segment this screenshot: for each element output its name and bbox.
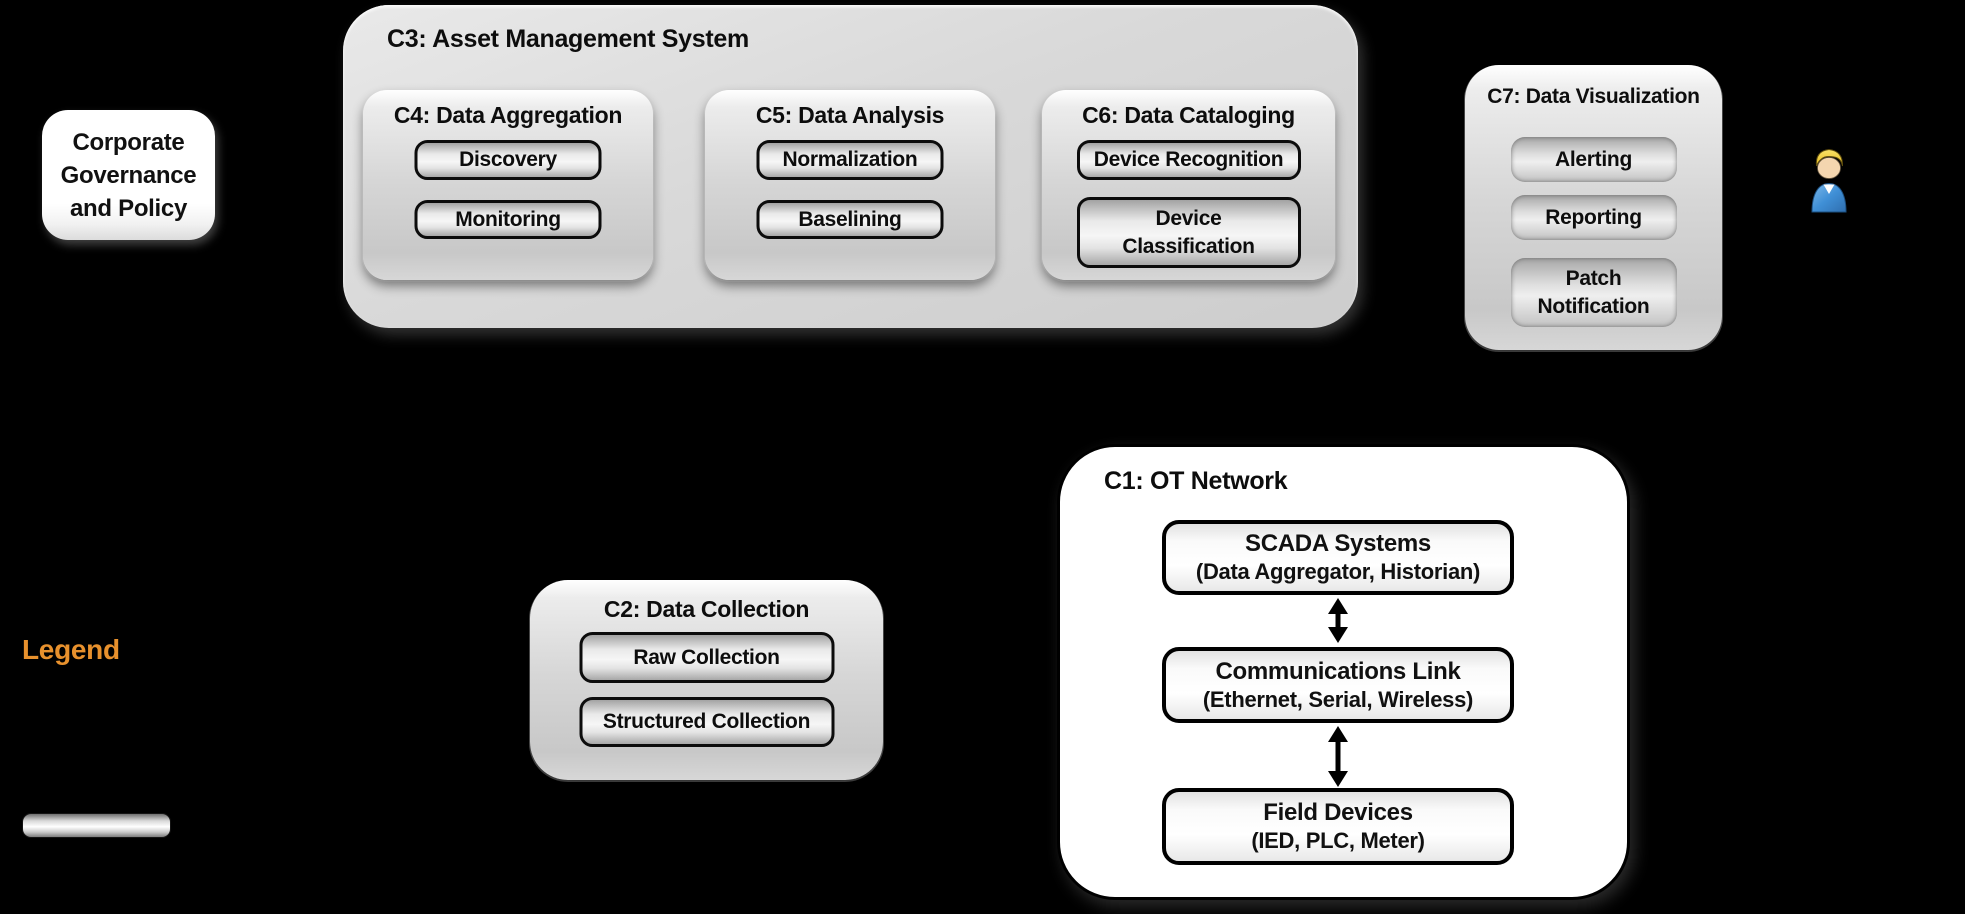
c5-baselining-shape: Baselining	[756, 200, 944, 239]
c1-node-comms-detail: (Ethernet, Serial, Wireless)	[1202, 686, 1474, 712]
c2-structured-collection-shape: Structured Collection	[579, 697, 834, 747]
c7-reporting-shape: Reporting	[1510, 195, 1677, 240]
c5-data-analysis-box: C5: Data Analysis Normalization Baselini…	[705, 90, 995, 280]
c1-node-scada-detail: (Data Aggregator, Historian)	[1195, 559, 1481, 584]
c1-node-comms-name: Communications Link	[1215, 657, 1461, 685]
c2-title: C2: Data Collection	[603, 596, 810, 622]
legend-gray-swatch	[22, 813, 171, 838]
c6-title: C6: Data Cataloging	[1082, 102, 1295, 128]
c2-raw-collection-shape: Raw Collection	[579, 632, 834, 683]
c1-node-field-name: Field Devices	[1263, 799, 1413, 826]
double-arrow-icon-comms-field	[1325, 726, 1351, 787]
c1-ot-network-box: C1: OT Network SCADA Systems (Data Aggre…	[1057, 444, 1630, 900]
person-user-icon	[1808, 145, 1850, 213]
c4-monitoring-shape: Monitoring	[414, 200, 602, 239]
c2-data-collection-box: C2: Data Collection Raw Collection Struc…	[530, 580, 883, 780]
c6-device-recognition-shape: Device Recognition	[1076, 140, 1301, 180]
c1-node-field: Field Devices (IED, PLC, Meter)	[1162, 788, 1514, 865]
c1-node-scada: SCADA Systems (Data Aggregator, Historia…	[1162, 520, 1514, 595]
c1-node-comms: Communications Link (Ethernet, Serial, W…	[1162, 647, 1514, 723]
legend-title: Legend	[22, 634, 120, 665]
c3-title: C3: Asset Management System	[387, 25, 749, 53]
c6-data-cataloging-box: C6: Data Cataloging Device Recognition D…	[1042, 90, 1335, 280]
c5-normalization-shape: Normalization	[756, 140, 944, 180]
c7-alerting-shape: Alerting	[1510, 137, 1677, 182]
c4-discovery-shape: Discovery	[414, 140, 602, 180]
c1-node-field-detail: (IED, PLC, Meter)	[1251, 828, 1425, 853]
c4-title: C4: Data Aggregation	[393, 102, 623, 128]
c1-node-scada-name: SCADA Systems	[1245, 530, 1431, 557]
corporate-governance-box: Corporate Governance and Policy	[42, 110, 215, 240]
c6-device-classification-shape: Device Classification	[1076, 197, 1301, 268]
c1-title: C1: OT Network	[1104, 467, 1288, 495]
c4-data-aggregation-box: C4: Data Aggregation Discovery Monitorin…	[363, 90, 653, 280]
c5-title: C5: Data Analysis	[755, 102, 945, 128]
c7-data-visualization-box: C7: Data Visualization Alerting Reportin…	[1465, 65, 1722, 350]
c7-patch-notification-shape: Patch Notification	[1510, 258, 1677, 327]
corporate-governance-label: Corporate Governance and Policy	[60, 128, 197, 222]
c7-title: C7: Data Visualization	[1487, 85, 1700, 108]
double-arrow-icon-scada-comms	[1325, 598, 1351, 643]
c3-asset-management-box: C3: Asset Management System C4: Data Agg…	[343, 5, 1358, 328]
